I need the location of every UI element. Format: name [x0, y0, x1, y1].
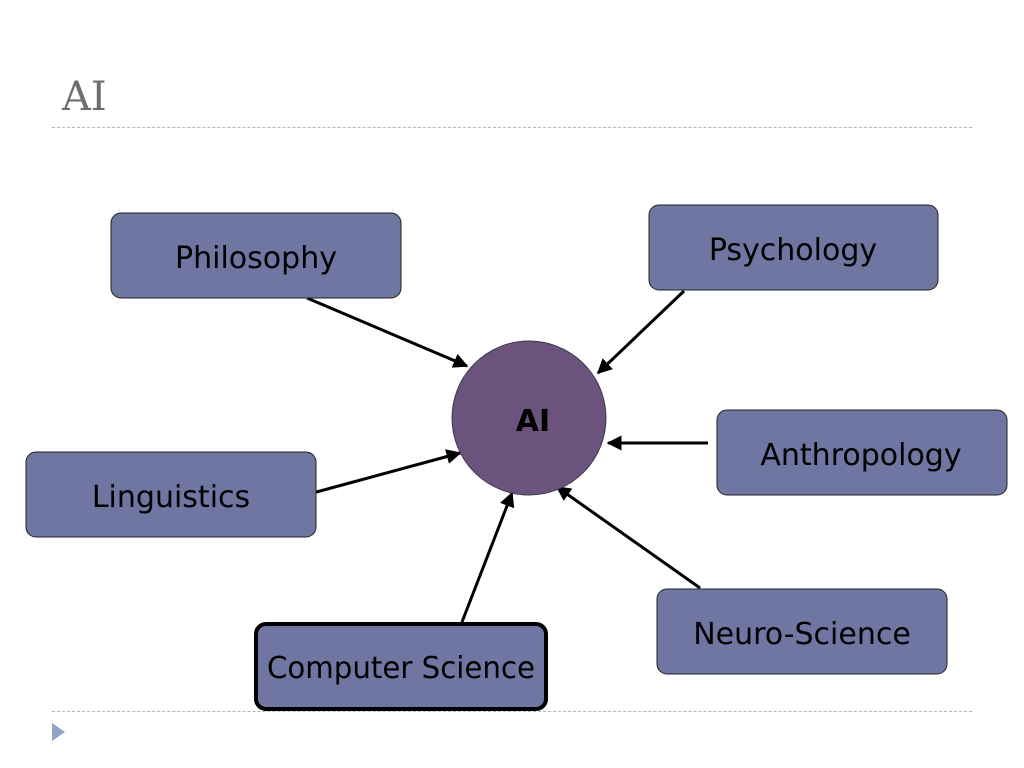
node-philosophy: Philosophy — [110, 212, 402, 299]
node-label: Anthropology — [760, 438, 961, 473]
play-triangle-icon[interactable] — [52, 723, 65, 741]
node-box — [648, 204, 939, 291]
node-box — [110, 212, 402, 299]
node-psychology: Psychology — [648, 204, 939, 291]
arrow-philosophy-to-ai — [306, 296, 469, 368]
node-label: Psychology — [709, 233, 877, 268]
node-label: Neuro-Science — [693, 617, 911, 652]
node-box — [656, 588, 948, 675]
node-linguistics: Linguistics — [25, 451, 317, 538]
arrow-linguistics-to-ai — [308, 449, 462, 496]
node-label: Philosophy — [175, 241, 337, 276]
node-box — [716, 409, 1008, 496]
connectors — [306, 289, 708, 623]
node-label: Computer Science — [267, 651, 535, 686]
ai-hub-circle — [451, 340, 607, 496]
ai-hub: AI — [451, 340, 607, 496]
arrow-computer-science-to-ai — [460, 491, 515, 623]
title-divider — [52, 127, 972, 128]
node-box — [25, 451, 317, 538]
arrow-psychology-to-ai — [596, 289, 686, 375]
slide-title: AI — [62, 74, 107, 120]
footer-divider — [52, 711, 972, 712]
node-label: Linguistics — [92, 480, 250, 515]
arrow-neuro-science-to-ai — [555, 485, 701, 590]
ai-hub-label: AI — [516, 404, 550, 439]
node-computer-science: Computer Science — [254, 622, 548, 711]
node-box — [254, 622, 548, 711]
node-anthropology: Anthropology — [716, 409, 1008, 496]
node-neuro-science: Neuro-Science — [656, 588, 948, 675]
